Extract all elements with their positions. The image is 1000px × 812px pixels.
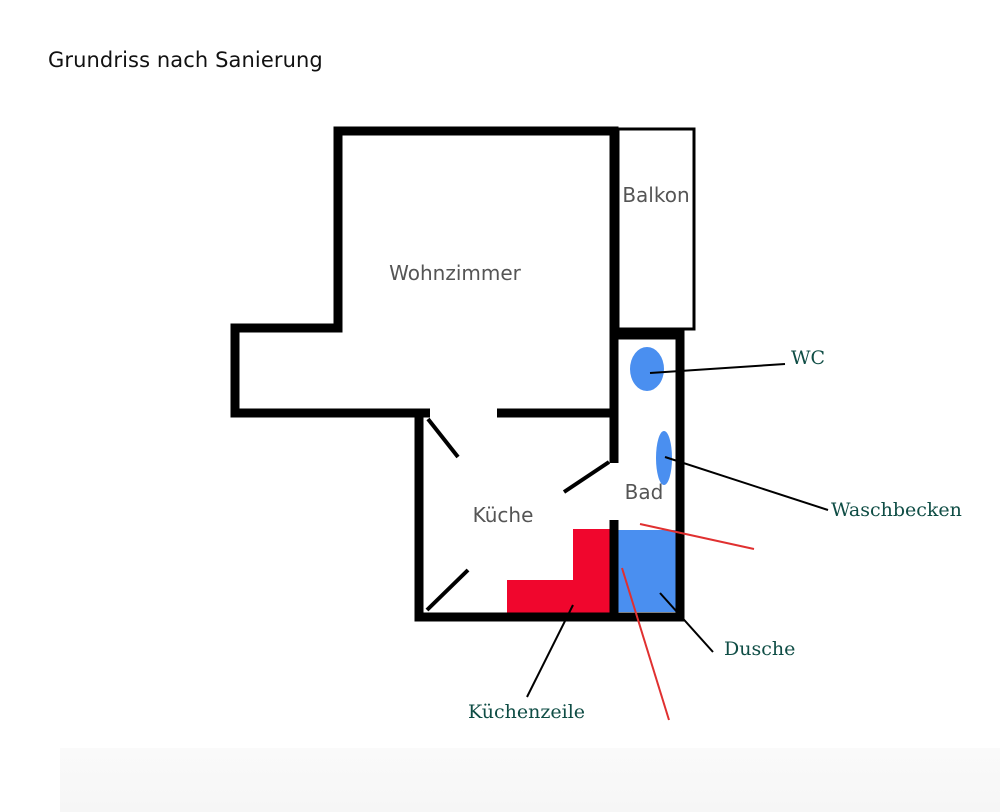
room-label-balkon: Balkon (622, 183, 689, 207)
room-label-kueche: Küche (473, 503, 534, 527)
balcony-outline (616, 127, 696, 331)
leader-kuechenzeile (526, 604, 574, 698)
room-label-wohnzimmer: Wohnzimmer (389, 261, 522, 285)
door-swing-kitchen-top (426, 417, 460, 459)
annotation-label-wc: WC (791, 347, 825, 369)
bottom-blur-strip (60, 748, 1000, 812)
proposal-line-upper (639, 523, 755, 550)
leader-waschbecken (664, 456, 829, 511)
door-swing-kitchen-bottom (425, 568, 470, 612)
leader-wc (649, 363, 786, 374)
wc-fixture (630, 347, 664, 391)
room-label-bad: Bad (625, 480, 664, 504)
proposal-line-lower (621, 567, 670, 721)
annotation-label-kuechenzeile: Küchenzeile (468, 701, 585, 723)
annotation-label-waschbecken: Waschbecken (831, 499, 962, 521)
leader-dusche (659, 592, 714, 653)
kitchen-counter-lower (507, 580, 611, 613)
annotation-label-dusche: Dusche (724, 638, 795, 660)
shower-area (616, 530, 679, 612)
page-title: Grundriss nach Sanierung (48, 48, 323, 72)
washbasin-fixture (656, 431, 672, 485)
door-swing-bath (562, 460, 611, 494)
wall-kitchen-outer (414, 330, 685, 622)
